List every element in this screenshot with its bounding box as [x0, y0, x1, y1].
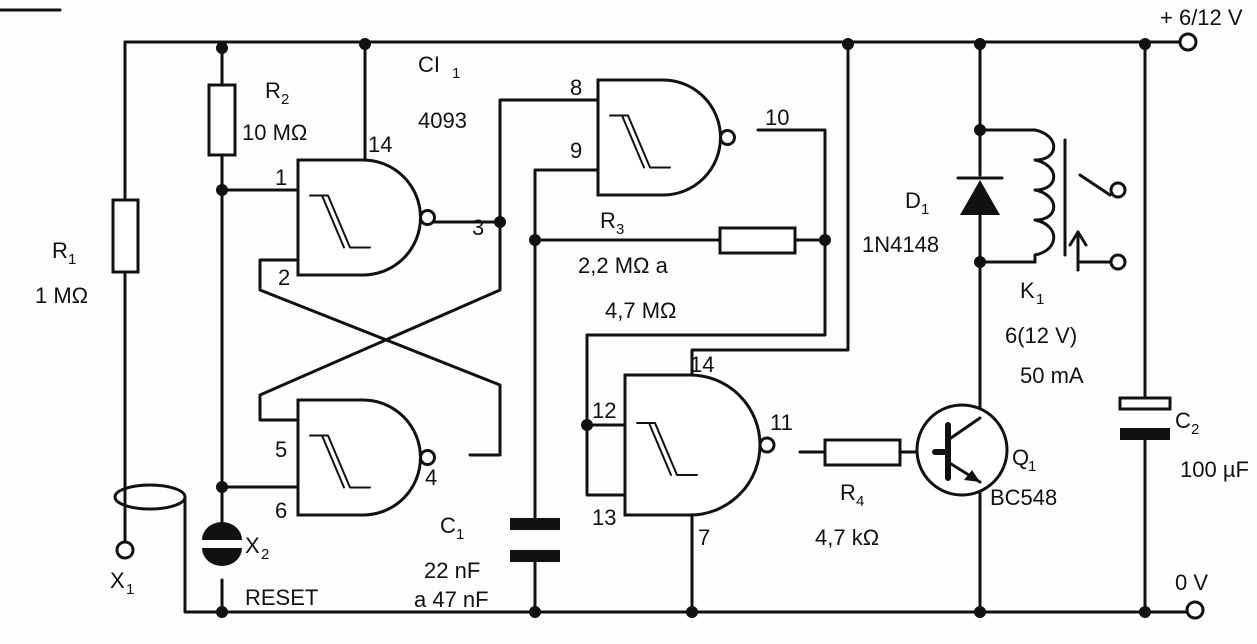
k1-relay	[1033, 128, 1127, 272]
component-label: 1	[452, 65, 460, 82]
c1-capacitor	[510, 518, 560, 562]
junctions	[216, 38, 1151, 618]
component-label: 1	[1036, 291, 1044, 308]
gate-3-nand-schmitt	[596, 78, 736, 197]
component-label: R	[840, 480, 856, 505]
component-label: 14	[690, 352, 714, 377]
component-label: 4,7 MΩ	[605, 298, 676, 323]
reset-pushbutton	[202, 522, 242, 566]
component-label: 2,2 MΩ a	[578, 253, 669, 278]
component-label: 14	[368, 132, 392, 157]
component-label: 2	[1191, 421, 1199, 438]
component-label: 100 µF	[1180, 457, 1249, 482]
component-label: 12	[592, 398, 616, 423]
component-label: 1N4148	[862, 232, 939, 257]
component-label: 22 nF	[424, 558, 480, 583]
component-label: 10 MΩ	[242, 120, 307, 145]
component-label: 1	[1028, 458, 1036, 475]
component-label: BC548	[990, 485, 1057, 510]
component-label: 3	[616, 221, 624, 238]
component-label: 7	[698, 525, 710, 550]
component-label: 1	[456, 526, 464, 543]
supply-ground-label: 0 V	[1175, 570, 1208, 595]
gate-2-nand-schmitt	[296, 398, 436, 517]
component-label: 11	[770, 410, 793, 435]
c2-capacitor	[1118, 396, 1172, 440]
component-label: 4	[856, 493, 864, 510]
component-label: 8	[570, 75, 582, 100]
r3-resistor	[718, 226, 797, 255]
component-label: Q	[1012, 445, 1029, 470]
component-label: K	[1020, 278, 1035, 303]
component-label: 6(12 V)	[1005, 323, 1077, 348]
component-label: 6	[275, 498, 287, 523]
component-label: 2	[281, 91, 289, 108]
x1-terminal	[115, 540, 135, 560]
component-label: R	[265, 78, 281, 103]
component-label: 1	[126, 581, 134, 598]
component-label: 50 mA	[1020, 363, 1084, 388]
component-label: 13	[592, 505, 616, 530]
gate-4-nand-schmitt	[623, 373, 776, 517]
component-label: a 47 nF	[414, 587, 489, 612]
component-label: 9	[570, 138, 582, 163]
ic-part: 4093	[418, 108, 467, 133]
component-label: R	[600, 208, 616, 233]
positive-terminal	[1178, 32, 1198, 52]
supply-positive-label: + 6/12 V	[1160, 5, 1243, 30]
r4-resistor	[823, 438, 902, 467]
reset-label: RESET	[245, 585, 318, 610]
component-label: 4,7 kΩ	[815, 525, 879, 550]
d1-diode	[956, 176, 1004, 215]
x1-sensor-loop	[113, 483, 187, 511]
component-label: 1	[68, 251, 76, 268]
component-label: 4	[425, 465, 437, 490]
component-label: C	[1175, 408, 1191, 433]
component-label: 1	[921, 201, 929, 218]
component-label: R	[52, 238, 68, 263]
component-label: X	[110, 568, 125, 593]
component-label: 5	[275, 437, 287, 462]
component-label: 2	[278, 265, 290, 290]
component-label: 3	[472, 215, 484, 240]
component-label: CI	[418, 52, 440, 77]
q1-transistor	[915, 403, 1009, 497]
component-label: D	[905, 188, 921, 213]
r1-resistor	[111, 198, 140, 274]
r2-resistor	[207, 83, 237, 157]
component-label: 1	[275, 165, 287, 190]
component-label: 10	[765, 105, 789, 130]
ground-terminal	[1185, 600, 1205, 620]
component-label: 1 MΩ	[35, 283, 88, 308]
component-label: 2	[261, 546, 269, 563]
component-label: X	[245, 533, 260, 558]
component-label: C	[440, 513, 456, 538]
gate-1-nand-schmitt	[296, 158, 436, 277]
